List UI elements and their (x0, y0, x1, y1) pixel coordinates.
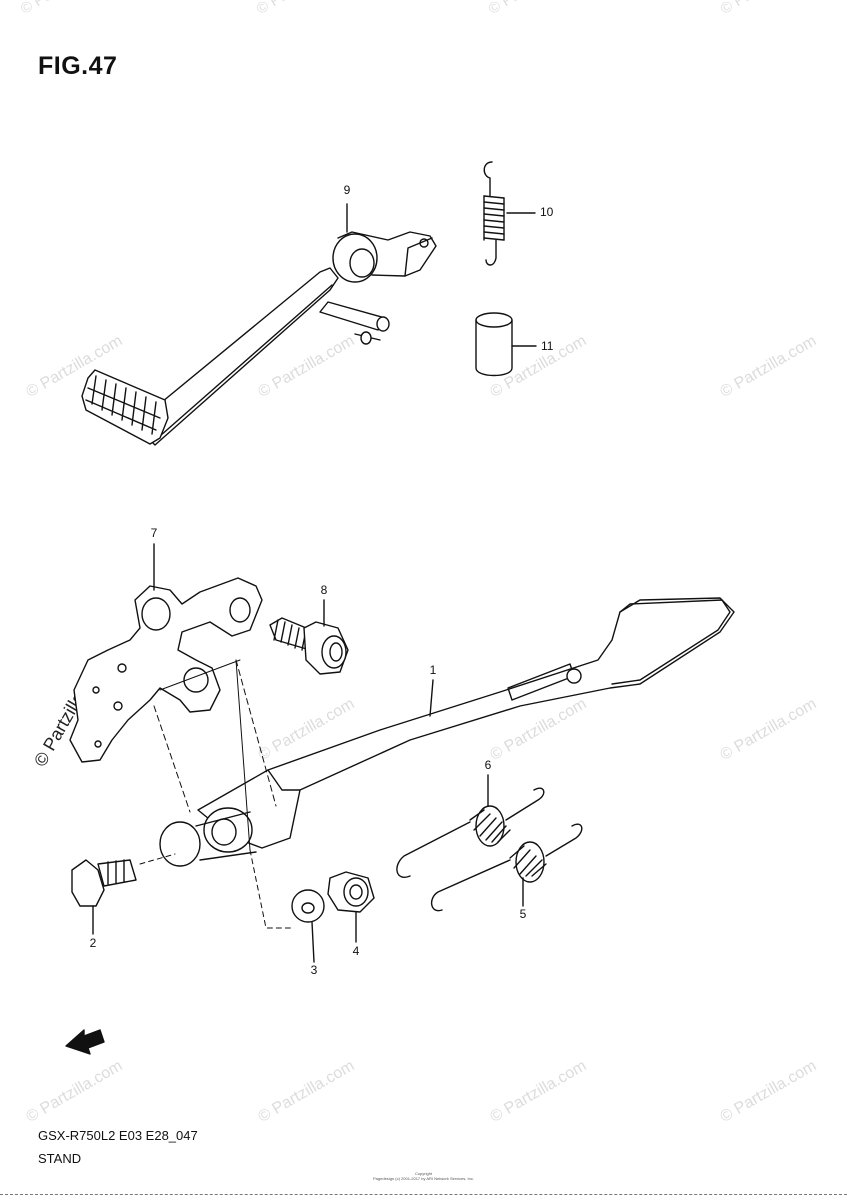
part-bolt-8 (269, 599, 349, 675)
part-bushing-11 (475, 312, 537, 377)
part-bracket-7 (69, 543, 263, 763)
callout-4: 4 (353, 944, 360, 958)
callout-11: 11 (541, 339, 554, 353)
part-spring-10 (483, 161, 536, 266)
diagram-name: STAND (38, 1151, 82, 1166)
part-washer-3 (291, 889, 325, 963)
figure-title: FIG.47 (38, 52, 118, 80)
part-side-stand-1 (139, 597, 735, 929)
callout-labels: 1 2 3 4 5 6 7 8 9 10 11 (90, 183, 554, 977)
bottom-divider (0, 1194, 847, 1195)
diagram-code: GSX-R750L2 E03 E28_047 (38, 1128, 198, 1143)
copyright-line: Copyright (414, 1171, 433, 1176)
callout-8: 8 (321, 583, 328, 597)
callout-9: 9 (344, 183, 351, 197)
copyright-notice: Copyright Pagedesign (c) 2001-2017 by AR… (0, 1171, 847, 1181)
callout-7: 7 (151, 526, 158, 540)
fwd-arrow-icon: FWD (65, 1029, 105, 1055)
callout-10: 10 (540, 205, 554, 219)
callout-5: 5 (520, 907, 527, 921)
part-nut-4 (327, 871, 375, 943)
callout-1: 1 (430, 663, 437, 677)
callout-3: 3 (311, 963, 318, 977)
callout-6: 6 (485, 758, 492, 772)
callout-2: 2 (90, 936, 97, 950)
part-pivot-bolt-2 (71, 859, 137, 935)
part-shift-lever (81, 203, 437, 446)
part-spring-5 (431, 823, 583, 912)
part-spring-6 (396, 774, 545, 878)
copyright-line: Pagedesign (c) 2001-2017 by ARI Network … (373, 1176, 474, 1181)
